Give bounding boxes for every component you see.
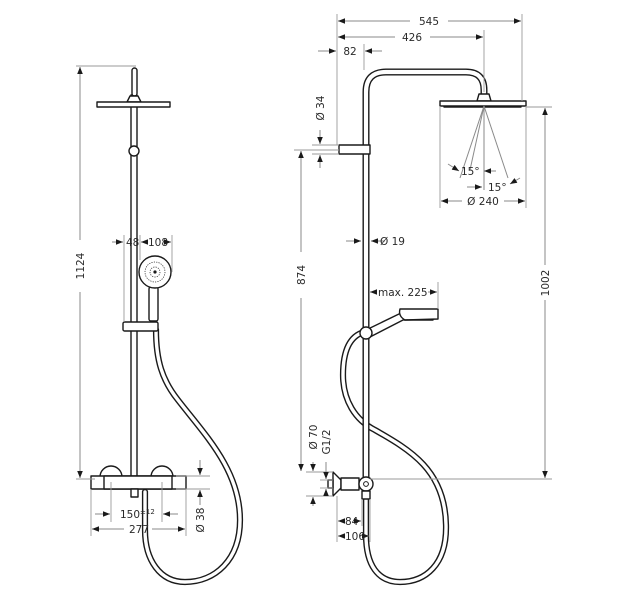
dim-277: 277 [90, 489, 187, 536]
dim-label-diameter-70: Ø 70 [308, 425, 320, 450]
side-thermostat-mixer [327, 471, 374, 500]
dim-thread-g12: G1/2 [320, 429, 333, 496]
dim-label-277: 277 [129, 524, 149, 536]
dim-label-diameter-34: Ø 34 [315, 95, 327, 120]
dim-label-874: 874 [296, 265, 308, 285]
spray-angle-lines [459, 105, 509, 190]
dim-545: 545 [336, 14, 523, 145]
front-slider-holder [122, 321, 159, 332]
dim-label-106: 106 [345, 531, 365, 543]
dim-diameter-38: Ø 38 [176, 460, 210, 532]
front-pipe-coupling [128, 145, 140, 157]
front-hose [141, 326, 244, 586]
dim-label-1002: 1002 [540, 270, 552, 297]
dim-label-spray-angle-2: 15° [488, 182, 507, 194]
front-overhead-shower [96, 95, 171, 108]
side-hose [339, 328, 450, 586]
dim-label-426: 426 [402, 32, 422, 44]
side-view: 545 426 82 Ø 34 87 [294, 14, 552, 586]
dim-1124: 1124 [75, 65, 136, 480]
dim-1002: 1002 [370, 106, 552, 480]
dim-48-108: 48 108 [112, 235, 173, 322]
dim-label-108: 108 [148, 237, 168, 249]
dim-label-max-225: max. 225 [378, 287, 428, 299]
dim-diameter-19: Ø 19 [346, 236, 405, 248]
dim-82: 82 [318, 44, 382, 70]
dim-label-diameter-38: Ø 38 [195, 508, 207, 533]
front-riser-pipe [130, 67, 138, 481]
dim-150: 150±12 [95, 482, 178, 522]
dim-874: 874 [294, 149, 339, 471]
dim-label-diameter-240: Ø 240 [467, 196, 499, 208]
dim-label-545: 545 [419, 16, 439, 28]
dim-spray-angles: 15° 15° [447, 163, 521, 194]
dim-label-1124: 1124 [75, 252, 87, 279]
dim-max-225: max. 225 [370, 282, 439, 309]
dim-label-82: 82 [343, 46, 356, 58]
front-thermostat-mixer [90, 465, 187, 498]
dim-label-84: 84 [345, 516, 359, 528]
dim-label-spray-angle-1: 15° [461, 166, 480, 178]
dim-label-150: 150±12 [120, 508, 155, 521]
side-wall-holder [338, 144, 371, 155]
dim-84: 84 [336, 496, 371, 542]
front-hand-shower [138, 255, 172, 322]
dim-diameter-34: Ø 34 [312, 95, 339, 168]
side-hand-shower [359, 308, 439, 340]
dim-diameter-240: Ø 240 [439, 106, 527, 208]
dim-label-thread-g12: G1/2 [321, 429, 333, 454]
dim-label-48: 48 [126, 237, 139, 249]
side-riser-and-arm [362, 68, 488, 480]
dim-label-diameter-19: Ø 19 [380, 236, 405, 248]
dim-426: 426 [338, 30, 485, 92]
front-view: 1124 48 108 150±12 277 [75, 65, 244, 586]
dim-106: 106 [338, 531, 369, 543]
side-overhead-shower [439, 93, 527, 108]
